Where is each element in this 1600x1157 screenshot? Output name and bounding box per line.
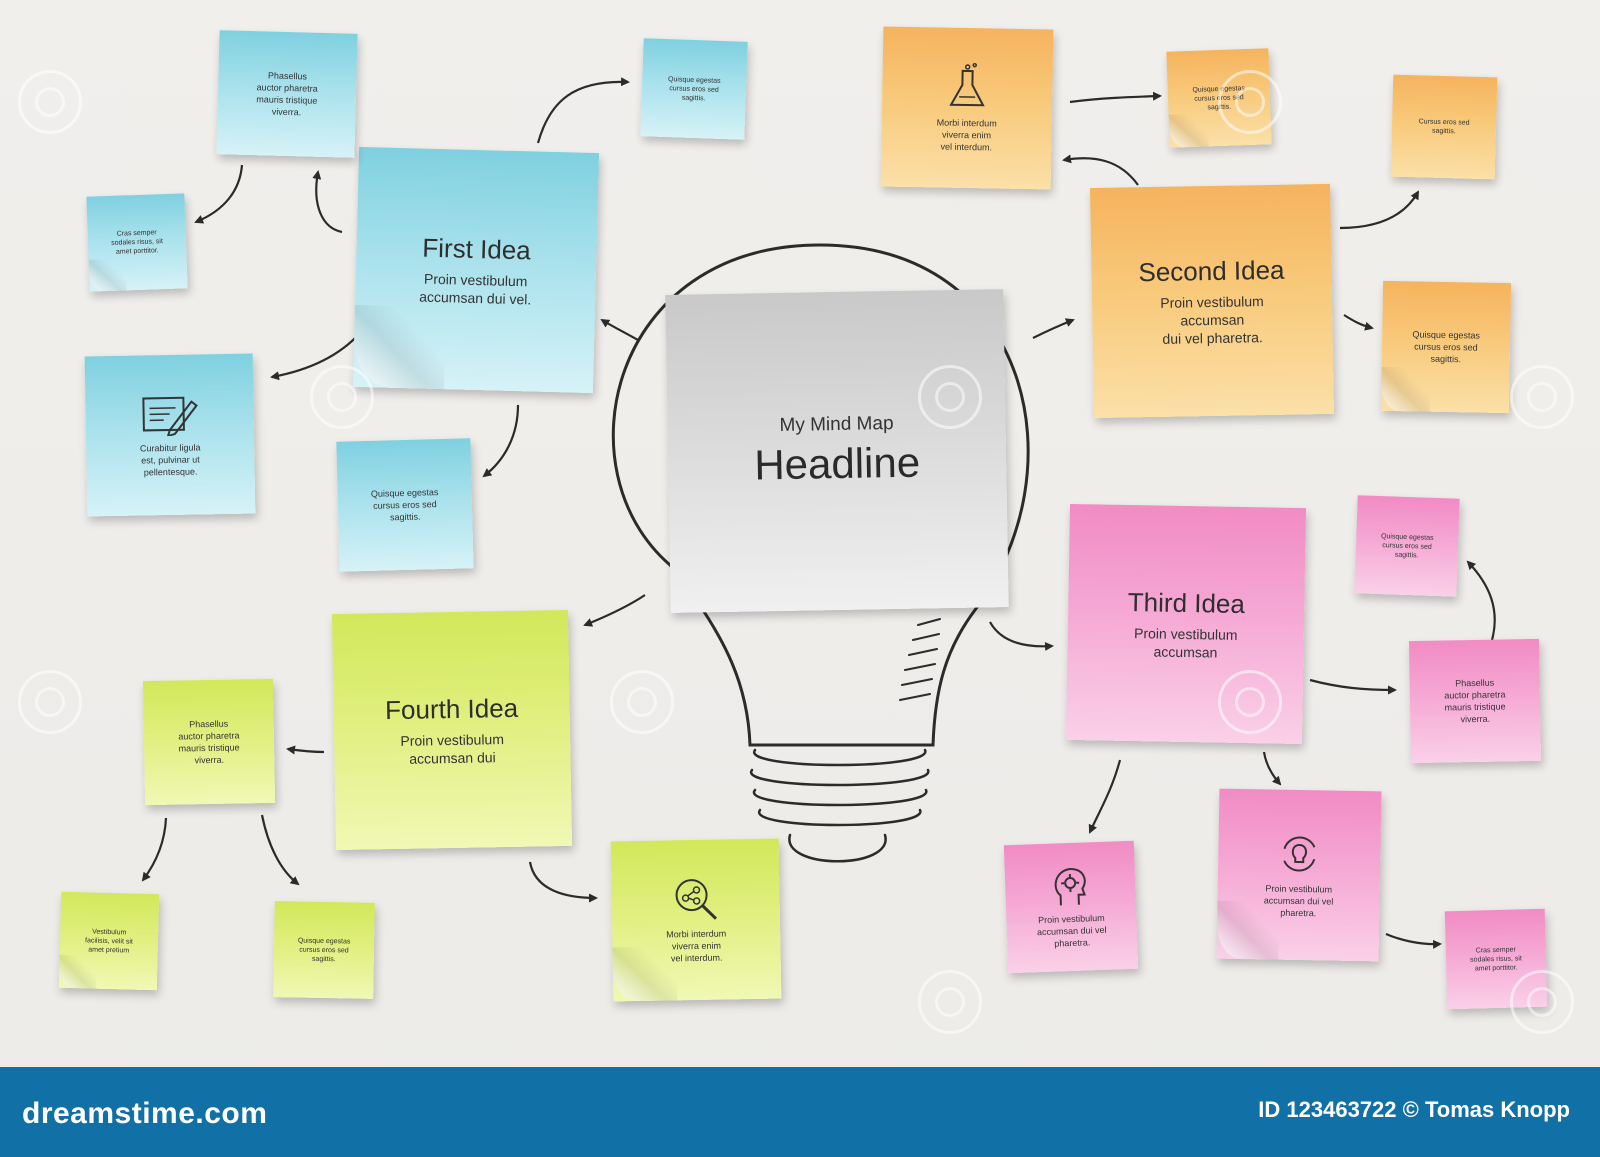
fourth-idea-title: Fourth Idea <box>384 692 519 725</box>
blue-note-b4[interactable]: Curabitur ligula est, pulvinar ut pellen… <box>84 353 256 517</box>
watermark-mark <box>918 365 982 429</box>
third-idea-text: Proin vestibulum accumsan <box>1133 624 1238 661</box>
note-text: Quisque egestas cursus eros sed sagittis… <box>1412 329 1481 365</box>
lightbulb-icon <box>611 243 1030 863</box>
notepad-pencil-icon <box>142 396 198 437</box>
orange-note-o4[interactable]: Quisque egestas cursus eros sed sagittis… <box>1380 280 1512 414</box>
arrow-second-to-o4 <box>1343 314 1374 331</box>
watermark-mark <box>918 970 982 1034</box>
arrow-second-to-o3 <box>1339 190 1419 230</box>
note-text: Cursus eros sed sagittis. <box>1418 118 1470 136</box>
bulb-outline <box>611 243 1030 747</box>
headline-title: Headline <box>753 438 921 489</box>
second-idea-text: Proin vestibulum accumsan dui vel pharet… <box>1160 292 1264 347</box>
watermark-mark <box>1218 670 1282 734</box>
blue-note-b2[interactable]: Quisque egestas cursus eros sed sagittis… <box>640 38 748 140</box>
note-text: Quisque egestas cursus eros sed sagittis… <box>297 937 351 963</box>
first-idea-note[interactable]: First Idea Proin vestibulum accumsan dui… <box>352 146 600 394</box>
arrow-first-to-b5 <box>482 404 520 478</box>
pink-note-p1[interactable]: Quisque egestas cursus eros sed sagittis… <box>1354 495 1460 597</box>
blue-note-b5[interactable]: Quisque egestas cursus eros sed sagittis… <box>336 438 474 572</box>
arrow-third-to-p4 <box>1262 751 1282 786</box>
note-text: Morbi interdum viverra enim vel interdum… <box>666 928 727 964</box>
arrow-third-to-p3 <box>1088 759 1122 834</box>
blue-note-b3[interactable]: Cras semper sodales risus, sit amet port… <box>86 193 188 292</box>
arrow-first-to-b1 <box>312 170 343 234</box>
note-text: Morbi interdum viverra enim vel interdum… <box>936 117 997 153</box>
watermark-mark <box>310 365 374 429</box>
magnifier-molecule-icon <box>675 879 718 920</box>
head-gear-icon <box>1054 868 1086 906</box>
connector-arrows <box>141 77 1496 949</box>
watermark-mark <box>18 670 82 734</box>
image-credit: ID 123463722 © Tomas Knopp <box>1258 1097 1570 1122</box>
second-idea-title: Second Idea <box>1138 254 1285 287</box>
arrow-fourth-to-g1 <box>286 745 325 755</box>
note-text: Phasellus auctor pharetra mauris tristiq… <box>256 70 318 118</box>
bulb-base <box>750 748 930 863</box>
watermark-mark <box>18 70 82 134</box>
note-text: Quisque egestas cursus eros sed sagittis… <box>370 487 439 523</box>
arrow-p2-to-p1 <box>1466 560 1496 641</box>
note-text: Phasellus auctor pharetra mauris tristiq… <box>178 718 240 766</box>
pink-note-p3[interactable]: Proin vestibulum accumsan dui vel pharet… <box>1003 840 1139 974</box>
brand-logo-text[interactable]: dreamstime.com <box>22 1097 268 1130</box>
note-text: Proin vestibulum accumsan dui vel pharet… <box>1036 912 1107 949</box>
arrow-center-to-fourth <box>583 594 646 627</box>
flask-icon <box>949 62 985 107</box>
mind-map-subtitle: My Mind Map <box>779 413 894 436</box>
arrow-second-to-o1 <box>1062 154 1139 186</box>
watermark-mark <box>1218 70 1282 134</box>
pink-note-p2[interactable]: Phasellus auctor pharetra mauris tristiq… <box>1408 638 1542 764</box>
note-text: Proin vestibulum accumsan dui vel pharet… <box>1263 883 1334 919</box>
second-idea-note[interactable]: Second Idea Proin vestibulum accumsan du… <box>1090 183 1334 419</box>
bulb-ridges <box>899 618 941 701</box>
orange-note-o1[interactable]: Morbi interdum viverra enim vel interdum… <box>880 26 1054 190</box>
arrow-first-to-b2 <box>536 77 630 144</box>
green-note-g3[interactable]: Quisque egestas cursus eros sed sagittis… <box>273 901 375 999</box>
arrow-o1-to-o2 <box>1069 91 1162 104</box>
arrow-third-to-p2 <box>1309 678 1397 695</box>
note-text: Cras semper sodales risus, sit amet port… <box>111 229 163 256</box>
note-text: Curabitur ligula est, pulvinar ut pellen… <box>139 442 201 478</box>
green-note-g1[interactable]: Phasellus auctor pharetra mauris tristiq… <box>142 678 276 806</box>
watermark-mark <box>610 670 674 734</box>
footer-bar: dreamstime.com ID 123463722 © Tomas Knop… <box>0 1067 1600 1157</box>
central-headline-note[interactable]: My Mind Map Headline <box>665 289 1009 613</box>
green-note-g2[interactable]: Vestibulum facilisis, velit sit amet pre… <box>58 891 160 991</box>
arrow-b1-to-b3 <box>194 164 244 224</box>
arrow-fourth-to-g4 <box>528 861 598 903</box>
watermark-mark <box>1510 365 1574 429</box>
arrow-g1-to-g2 <box>141 817 168 882</box>
connector-layer <box>141 77 1496 949</box>
orange-note-o3[interactable]: Cursus eros sed sagittis. <box>1390 74 1498 180</box>
note-text: Phasellus auctor pharetra mauris tristiq… <box>1444 677 1506 725</box>
watermark-mark <box>1510 970 1574 1034</box>
arrow-center-to-first <box>600 318 639 341</box>
green-note-g4[interactable]: Morbi interdum viverra enim vel interdum… <box>610 838 782 1002</box>
note-text: Cras semper sodales risus, sit amet port… <box>1470 945 1522 973</box>
arrow-p4-to-p5 <box>1385 932 1442 949</box>
fourth-idea-text: Proin vestibulum accumsan dui <box>400 730 505 767</box>
arrow-center-to-second <box>1032 318 1075 339</box>
note-text: Quisque egestas cursus eros sed sagittis… <box>1380 532 1434 559</box>
first-idea-text: Proin vestibulum accumsan dui vel. <box>419 270 532 307</box>
fourth-idea-note[interactable]: Fourth Idea Proin vestibulum accumsan du… <box>331 609 573 851</box>
bulb-cycle-icon <box>1283 836 1316 872</box>
first-idea-title: First Idea <box>422 232 532 265</box>
blue-note-b1[interactable]: Phasellus auctor pharetra mauris tristiq… <box>216 30 358 158</box>
arrow-g1-to-g3 <box>260 814 300 886</box>
arrow-center-to-third <box>989 621 1054 651</box>
pink-note-p4[interactable]: Proin vestibulum accumsan dui vel pharet… <box>1216 788 1382 962</box>
note-text: Vestibulum facilisis, velit sit amet pre… <box>84 928 134 955</box>
note-text: Quisque egestas cursus eros sed sagittis… <box>667 75 721 102</box>
third-idea-title: Third Idea <box>1127 586 1246 619</box>
